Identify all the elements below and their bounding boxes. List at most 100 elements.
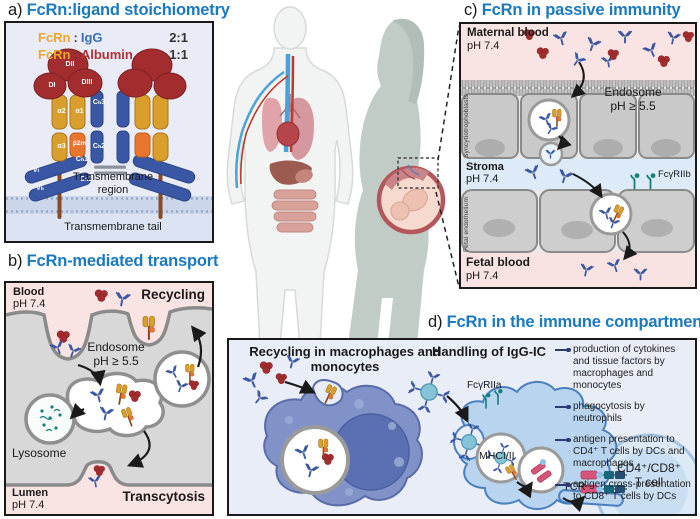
fetal-blood-region [461,252,695,287]
domain-label-ch1-upper: Cₕ1 [75,156,89,163]
domain-label-vl: Vₗ [32,167,40,174]
stoichiometry-legend: FcRn : IgG 2:1 FcRn : Albumin 1:1 [38,29,188,63]
fcrn-text: FcRn [38,47,71,62]
tcell-label-line2: T cell [634,475,664,489]
domain-label-b2m: β2m [72,140,87,147]
lungs-illustration [262,94,314,160]
igg-fab-arms [24,154,196,202]
cell-nuclei [475,139,681,157]
panel-d-label: d) [428,313,443,331]
transport-scene [6,283,212,514]
bullet-text: antigen presentation to CD4⁺ T cells by … [573,434,685,469]
domain-label-dii: DII [65,61,75,68]
handling-heading: Handling of IgG-IC [431,344,547,359]
recycling-vesicle [153,350,211,408]
macrophage-cell [263,379,423,507]
recycling-label: Recycling [141,287,205,302]
albumin-domains [33,48,187,100]
bullet-item: production of cytokines and tissue facto… [555,344,693,392]
panel-c-title: c) FcRn in passive immunity [464,1,681,19]
bullet-item: phagocytosis by neutrophils [555,401,693,425]
lysosome-label: Lysosome [12,446,67,460]
bullet-arrow-icon [555,435,573,445]
tcell-label-line1: CD4⁺/CD8⁺ [616,461,681,475]
igg-text: IgG [80,30,103,45]
cytoplasm-bubbles [285,399,404,496]
lumen-ph: pH 7.4 [12,499,45,511]
immune-compartment-scene [242,355,695,514]
panel-b-label: b) [8,252,23,270]
stoich-row-igg: FcRn : IgG 2:1 [38,30,188,45]
blood-label: Blood [13,286,45,298]
transmembrane-region-label: Transmembrane region [72,171,154,196]
iggic-icon [409,372,449,412]
albumin-text: Albumin [80,47,133,62]
mhc-tcr-synapse [580,470,627,494]
bullet-text: production of cytokines and tissue facto… [573,344,676,391]
endosome-label: Endosome [87,340,145,354]
endosome [527,98,571,142]
effects-bullet-list: production of cytokines and tissue facto… [555,344,693,512]
apical-membrane [6,306,212,361]
panel-c: Maternal blood pH 7.4 Syncytiotrophoblas… [459,22,697,289]
callout-dashed-line [435,25,460,288]
lumen-label: Lumen [12,487,49,499]
bullet-arrow-icon [555,402,573,412]
maternal-blood-label: Maternal blood [467,27,549,39]
panel-a: FcRn : IgG 2:1 FcRn : Albumin 1:1 DII DI… [4,21,214,243]
igg-ratio: 2:1 [169,30,188,45]
fcgriib-label: FcγRIIb [658,169,691,180]
blood-region [6,283,212,359]
placenta-scene [461,24,695,287]
domain-label-ch3: Cₕ3 [92,99,106,106]
syncytiotrophoblasts-label: Syncytiotrophoblasts [463,94,470,158]
panel-d: Recycling in macrophages and monocytes H… [227,338,697,516]
stoichiometry-structure [6,48,212,241]
intestines-illustration [271,189,319,233]
female-hair [392,18,425,105]
endosome [589,192,633,236]
recycling-heading: Recycling in macrophages and monocytes [249,344,441,374]
endosome-ph: pH ≥ 5.5 [93,354,139,368]
mhc-label: MHCI/II [479,450,515,462]
fetus-illustration [376,164,446,235]
cell-nuclei [483,219,673,239]
panel-c-label: c) [464,1,478,19]
fetal-ph: pH 7.4 [466,270,499,282]
domain-label-diii: DIII [81,79,93,86]
stroma-ph: pH 7.4 [466,173,499,185]
fetal-blood-label: Fetal blood [466,255,530,269]
panel-a-label: a) [8,1,23,19]
heart-illustration [276,121,300,147]
blood-ph: pH 7.4 [13,298,46,310]
liver-stomach-illustration [269,160,313,185]
male-head [273,6,307,50]
lumen-region [6,461,212,514]
panel-d-title: d) FcRn in the immune compartment [428,313,700,331]
bullet-arrow-icon [555,480,573,490]
bullet-item: antigen presentation to CD4⁺ T cells by … [555,434,693,470]
endosome [280,425,350,495]
fcrn-text: FcRn [38,30,71,45]
arrow [284,379,586,512]
albumin-ratio: 1:1 [169,47,188,62]
transmembrane-tail-label: Transmembrane tail [64,221,162,233]
transcytosis-label: Transcytosis [122,489,205,504]
maternal-ph: pH 7.4 [467,40,500,52]
bullet-arrow-icon [555,345,573,355]
basolateral-membrane [6,460,212,487]
bullet-item: antigen cross-presentation to CD8⁺ T cel… [555,479,693,503]
dendritic-cell [451,381,624,510]
tcr-molecules [604,471,625,493]
fetal-endothelium-label: Fetal endothelium [463,196,470,252]
endosome-ph: pH ≥ 5.5 [610,99,656,113]
mhc-peptide [580,470,603,494]
endosome-label: Endosome [604,85,662,99]
domain-label-a3: α3 [57,143,66,150]
arrow [556,61,638,261]
fcgriia-label: FcγRIIa [467,380,502,391]
callout-dashed-rect [397,157,439,189]
bullet-text: phagocytosis by neutrophils [573,401,645,424]
domain-label-a1: α1 [75,108,84,115]
